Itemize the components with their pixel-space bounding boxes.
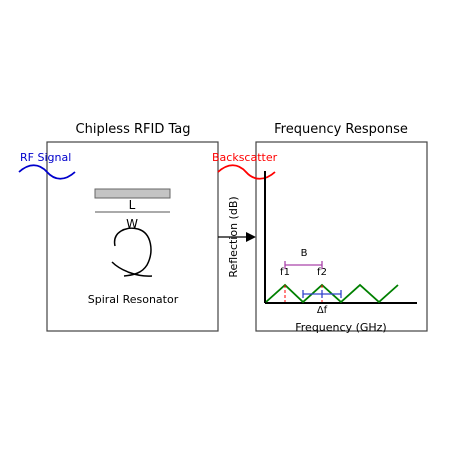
delta-f-label: Δf <box>317 305 328 316</box>
spiral-resonator-label: Spiral Resonator <box>88 293 179 306</box>
response-panel-title: Frequency Response <box>274 122 408 137</box>
y-axis-label: Reflection (dB) <box>227 196 240 277</box>
bandwidth-label: B <box>301 248 308 259</box>
signal-arrow-head <box>246 232 256 242</box>
tag-panel-title: Chipless RFID Tag <box>76 122 191 137</box>
x-axis-label: Frequency (GHz) <box>295 321 386 334</box>
width-label: W <box>126 217 138 231</box>
spiral-resonator <box>111 227 153 277</box>
f1-label: f1 <box>280 267 290 278</box>
backscatter-label: Backscatter <box>212 151 278 164</box>
f2-label: f2 <box>317 267 327 278</box>
length-label: L <box>129 198 136 212</box>
rf-signal-label: RF Signal <box>20 151 71 164</box>
response-panel-box <box>255 141 428 332</box>
rf-signal-wave <box>18 164 76 180</box>
backscatter-wave <box>217 164 276 180</box>
metal-strip <box>94 188 171 199</box>
